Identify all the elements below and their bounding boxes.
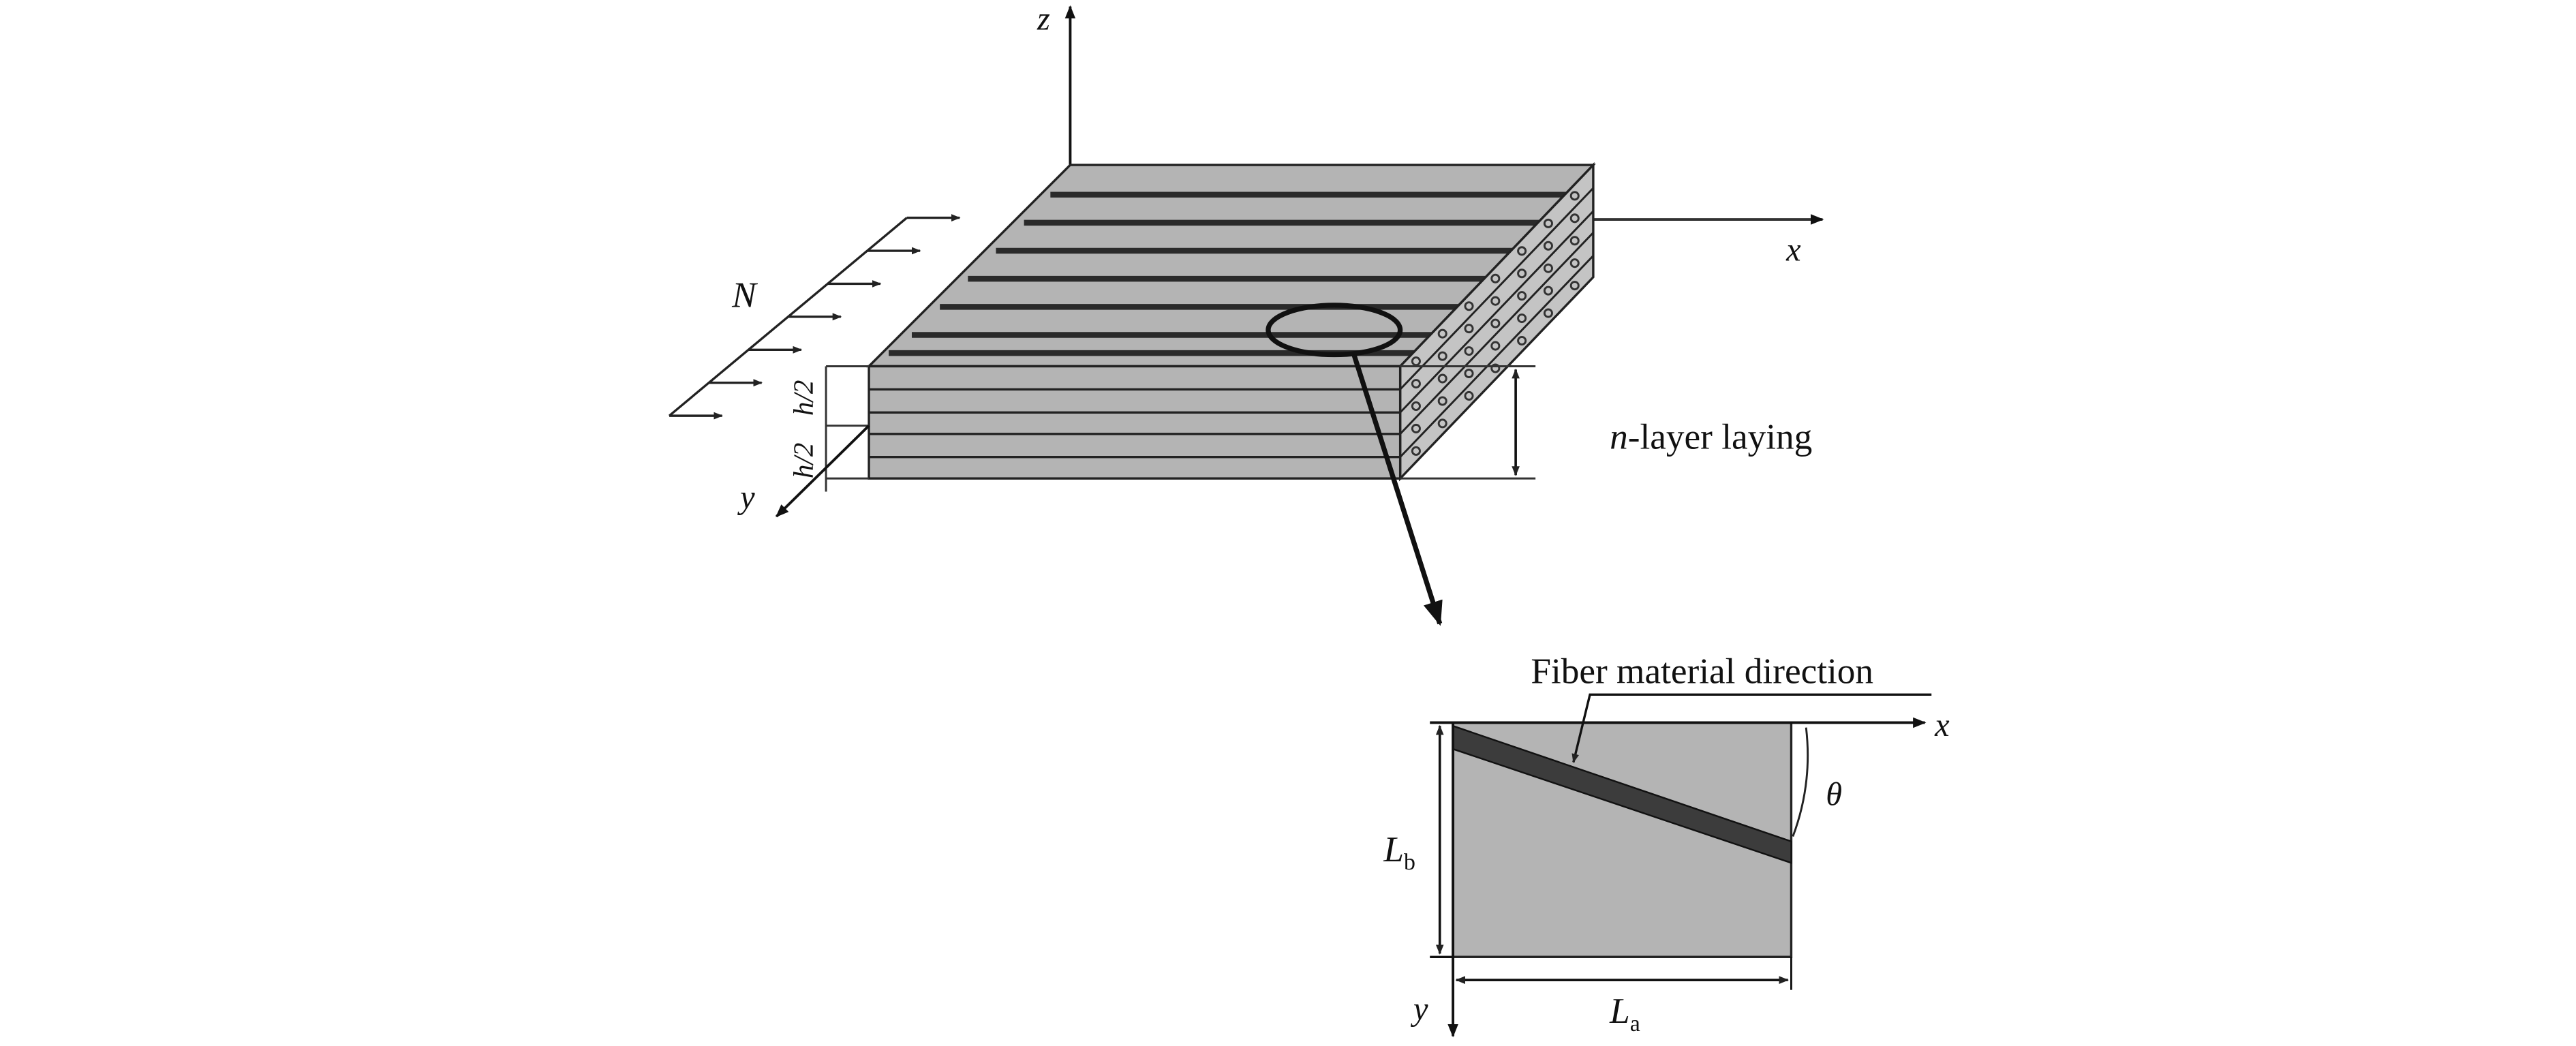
theta-arc: [1792, 727, 1809, 837]
h-half-upper: h/2: [788, 380, 819, 416]
fiber-end-dot: [1411, 356, 1421, 367]
inset-ply: x y Lb La θ Fiber material direction: [1383, 651, 1950, 1038]
y-axis-label: y: [737, 480, 755, 516]
front-layer-lines: [869, 388, 1400, 459]
fiber-end-dot: [1490, 273, 1501, 283]
x-axis-label: x: [1785, 232, 1801, 268]
fiber-end-dot: [1437, 351, 1447, 361]
fiber-end-dot: [1517, 313, 1527, 324]
fiber-end-dot: [1437, 328, 1447, 339]
fiber-end-dot: [1543, 286, 1553, 296]
fiber-end-dot: [1517, 335, 1527, 346]
fiber-end-dot: [1569, 213, 1580, 224]
fiber-end-dot: [1569, 191, 1580, 201]
fiber-end-dot: [1464, 346, 1474, 356]
magnifier-pointer: [1351, 354, 1443, 626]
fiber-end-dot: [1517, 246, 1527, 256]
front-face: [868, 365, 1402, 480]
thickness-dimension: [1400, 365, 1536, 480]
la-label: La: [1609, 991, 1640, 1036]
fiber-end-dot: [1569, 258, 1580, 268]
theta-label: θ: [1826, 777, 1842, 813]
magnifier-circle: [1266, 303, 1403, 358]
fiber-end-dot: [1490, 318, 1501, 328]
fiber-end-dot: [1411, 446, 1421, 456]
fiber-end-dot: [1543, 263, 1553, 273]
fiber-end-dot: [1517, 291, 1527, 301]
top-fibers: [889, 191, 1569, 356]
y-axis: [776, 425, 870, 518]
z-axis-label: z: [1037, 1, 1050, 37]
fiber-end-dot: [1464, 301, 1474, 311]
half-thickness-brackets: [825, 365, 870, 492]
fiber-direction-leader: [1571, 693, 1932, 763]
fiber-end-dot: [1411, 423, 1421, 433]
fiber-end-dot: [1490, 296, 1501, 306]
fiber-end-dot: [1464, 324, 1474, 334]
fiber-end-dot: [1437, 396, 1447, 406]
inset-x-label: x: [1934, 707, 1950, 743]
fiber-direction-label: Fiber material direction: [1531, 651, 1873, 691]
fiber-end-dot: [1411, 379, 1421, 389]
fiber-end-dot: [1543, 218, 1553, 228]
fiber-end-dot: [1411, 401, 1421, 412]
fiber-end-dot: [1437, 418, 1447, 429]
fiber-end-dot: [1464, 368, 1474, 379]
fiber-ends: [1411, 191, 1580, 456]
laminate-block: [865, 161, 1596, 482]
fiber-end-dot: [1464, 390, 1474, 401]
fiber-end-dot: [1490, 363, 1501, 373]
n-layer-label: n-layer laying: [1610, 417, 1812, 457]
side-layer-lines: [1399, 187, 1594, 458]
fiber-end-dot: [1517, 268, 1527, 279]
fiber-end-dot: [1569, 236, 1580, 246]
lb-label: Lb: [1383, 829, 1415, 875]
fiber-end-dot: [1543, 241, 1553, 251]
load-label: N: [731, 275, 758, 315]
fiber-end-dot: [1437, 373, 1447, 384]
distributed-load: [668, 214, 961, 420]
inset-y-label: y: [1410, 991, 1428, 1027]
fiber-end-dot: [1490, 341, 1501, 351]
fiber-end-dot: [1543, 308, 1553, 318]
fiber-end-dot: [1569, 281, 1580, 291]
h-half-lower: h/2: [788, 443, 819, 479]
